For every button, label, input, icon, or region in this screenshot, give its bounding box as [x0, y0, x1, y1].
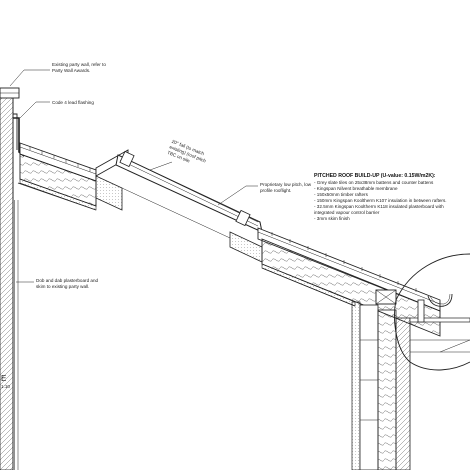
rooflight-note-line-1: Proprietary low pitch, low	[260, 182, 312, 187]
party-wall-note: Existing party wall, refer to Party Wall…	[9, 62, 106, 87]
plasterboard-note: Dob and dab plasterboard and skim to exi…	[16, 278, 99, 289]
buildup-line-3: - 150x50mm timber rafters	[314, 192, 369, 197]
buildup-title: PITCHED ROOF BUILD-UP (U-value: 0.15W/m2…	[314, 173, 436, 179]
plasterboard-note-line-2: skim to existing party wall.	[36, 284, 89, 289]
party-wall-note-line-1: Existing party wall, refer to	[52, 62, 106, 67]
section-title-scale: 1:10	[1, 384, 10, 389]
section-title: E 1:10	[1, 374, 10, 389]
buildup-line-5: - 32.5mm Kingspan Kooltherm K118 insulat…	[314, 204, 444, 209]
buildup-line-6: integrated vapour control barrier	[314, 210, 380, 215]
detail-callout	[394, 253, 470, 371]
roof-buildup-left	[17, 142, 97, 211]
rooflight-note-line-2: profile rooflight.	[260, 188, 291, 193]
rooflight-note: Proprietary low pitch, low profile roofl…	[217, 182, 312, 206]
buildup-line-1: - Grey slate tiles on 25x38mm battens an…	[314, 180, 434, 185]
eaves-detail	[351, 289, 470, 470]
buildup-line-7: - 3mm skim finish	[314, 216, 350, 221]
section-title-letter: E	[1, 374, 6, 383]
gutter-icon	[427, 293, 453, 307]
rooflight-section-icon	[95, 149, 263, 263]
plasterboard-note-line-1: Dob and dab plasterboard and	[36, 278, 99, 283]
party-wall-note-line-2: Party Wall Awards.	[52, 68, 90, 73]
fall-note: 20° fall (to match existing) (roof pitch…	[149, 139, 207, 171]
buildup-line-2: - Kingspan Nilvent breathable membrane	[314, 186, 398, 191]
wall-coping	[0, 87, 20, 99]
buildup-line-4: - 150mm Kingspan Kooltherm K107 insulati…	[314, 198, 447, 203]
pitched-roof-buildup-spec: PITCHED ROOF BUILD-UP (U-value: 0.15W/m2…	[314, 173, 447, 221]
lead-flashing-note-text: Code 4 lead flashing	[52, 100, 94, 105]
lead-flashing-note: Code 4 lead flashing	[19, 100, 94, 119]
party-wall	[0, 95, 19, 470]
